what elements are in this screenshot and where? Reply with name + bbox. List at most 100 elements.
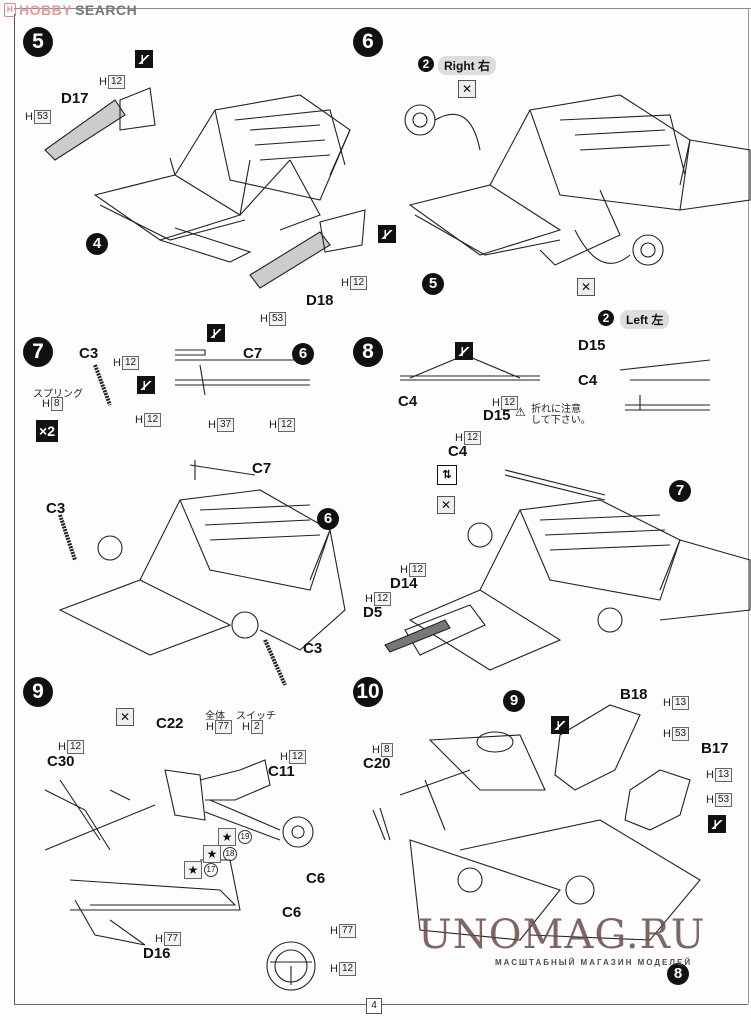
paint-prefix: H	[706, 794, 714, 806]
part-label-c7: C7	[252, 460, 272, 477]
whole-label: 全体	[205, 711, 225, 722]
part-label-d16: D16	[143, 945, 171, 962]
paint-code: 12	[338, 962, 357, 976]
part-label-b17: B17	[701, 740, 729, 757]
hobbysearch-logo-icon: H	[4, 3, 16, 17]
no-cement-icon: ✕	[577, 278, 595, 296]
watermark-brand-b: SEARCH	[75, 2, 138, 18]
warning-text-line1: 折れに注意	[531, 404, 581, 415]
paint-prefix: H	[706, 769, 714, 781]
step7-drawing	[58, 349, 346, 686]
part-label-d18: D18	[306, 292, 334, 309]
decal-callout: ★17	[184, 861, 218, 879]
paint-prefix: H	[400, 564, 408, 576]
paint-code: 77	[338, 924, 357, 938]
star-icon: ★	[203, 845, 221, 863]
paint-prefix: H	[663, 728, 671, 740]
sub-step-4-marker: 4	[86, 233, 108, 255]
cement-glue-icon	[708, 815, 726, 833]
unomag-watermark: UNOMAG.RU	[418, 912, 706, 958]
paint-prefix: H	[330, 925, 338, 937]
paint-prefix: H	[206, 721, 214, 733]
paint-code: 2	[250, 720, 263, 734]
part-label-c6-detail: C6	[282, 904, 302, 921]
make-two-badge: ×2	[36, 420, 58, 442]
sub-step-5-marker: 5	[422, 273, 444, 295]
paint-code: 13	[671, 696, 690, 710]
step-8-number: 8	[353, 337, 383, 367]
step-10-number: 10	[353, 677, 383, 707]
paint-code: 8	[380, 743, 393, 757]
paint-prefix: H	[155, 933, 163, 945]
switch-label: スイッチ	[236, 711, 276, 722]
decal-callout: ★19	[218, 828, 252, 846]
paint-code: 12	[107, 75, 126, 89]
part-label-c20: C20	[363, 755, 391, 772]
paint-code: 12	[500, 396, 519, 410]
left-side-label: Left 左	[620, 310, 670, 329]
paint-code: 12	[288, 750, 307, 764]
part-label-c30: C30	[47, 753, 75, 770]
paint-prefix: H	[492, 397, 500, 409]
step-7-number: 7	[23, 337, 53, 367]
part-label-c4: C4	[578, 372, 598, 389]
part-label-d17: D17	[61, 90, 89, 107]
paint-code: 8	[50, 397, 63, 411]
paint-code: 77	[214, 720, 233, 734]
paint-code: 12	[277, 418, 296, 432]
part-label-c22: C22	[156, 715, 184, 732]
paint-code: 12	[349, 276, 368, 290]
paint-prefix: H	[280, 751, 288, 763]
part-label-c4: C4	[398, 393, 418, 410]
sub-step-2-marker: 2	[598, 310, 614, 326]
decal-number: 18	[223, 847, 237, 861]
paint-prefix: H	[208, 419, 216, 431]
part-label-b18: B18	[620, 686, 648, 703]
paint-prefix: H	[269, 419, 277, 431]
paint-code: 13	[714, 768, 733, 782]
decal-callout: ★18	[203, 845, 237, 863]
cement-glue-icon	[378, 225, 396, 243]
right-side-label: Right 右	[438, 56, 496, 75]
warning-text-line2: して下さい。	[531, 415, 591, 426]
paint-prefix: H	[113, 357, 121, 369]
paint-prefix: H	[242, 721, 250, 733]
step-9-number: 9	[23, 677, 53, 707]
paint-code: 12	[463, 431, 482, 445]
watermark-brand-a: HOBBY	[19, 2, 73, 18]
page-number: 4	[366, 998, 382, 1014]
paint-prefix: H	[99, 76, 107, 88]
no-cement-icon: ✕	[116, 708, 134, 726]
part-label-c3: C3	[303, 640, 323, 657]
sub-step-9-marker: 9	[503, 690, 525, 712]
paint-prefix: H	[365, 593, 373, 605]
decal-number: 19	[238, 830, 252, 844]
paint-code: 37	[216, 418, 235, 432]
part-label-c6: C6	[306, 870, 326, 887]
no-cement-icon: ✕	[458, 80, 476, 98]
paint-prefix: H	[341, 277, 349, 289]
step5-chassis-drawing	[44, 87, 366, 289]
frame-right-line	[748, 8, 749, 1004]
part-label-d15: D15	[578, 337, 606, 354]
paint-prefix: H	[260, 313, 268, 325]
paint-code: 53	[268, 312, 287, 326]
warning-icon: ⚠	[515, 405, 526, 419]
sub-step-6-marker: 6	[317, 508, 339, 530]
paint-prefix: H	[455, 432, 463, 444]
